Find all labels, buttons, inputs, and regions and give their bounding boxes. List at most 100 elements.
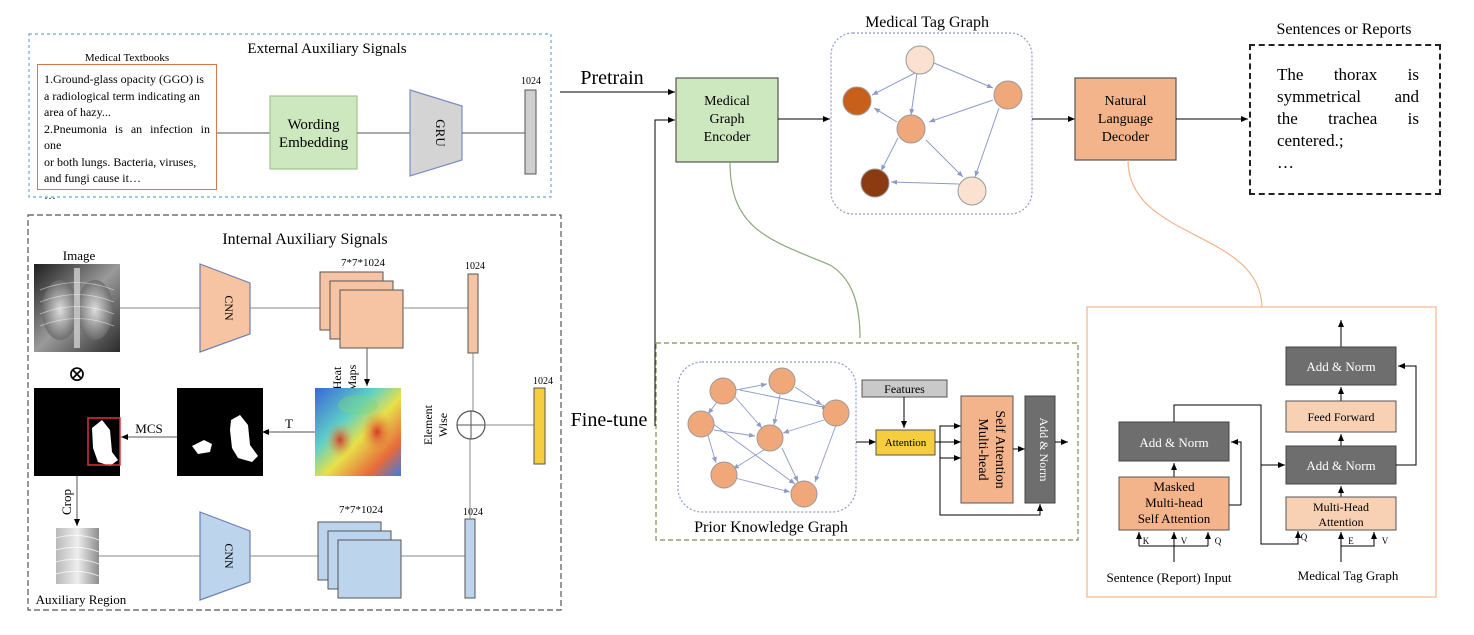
e-label: E bbox=[1348, 536, 1354, 546]
report-line: symmetrical and bbox=[1277, 87, 1419, 106]
kvq-arrows-left bbox=[1136, 532, 1211, 562]
tag-graph-panel bbox=[830, 32, 1033, 215]
cnn-bottom-label: CNN bbox=[222, 543, 236, 569]
external-vector bbox=[524, 89, 537, 175]
masked-line1: Masked bbox=[1153, 479, 1195, 494]
v-label: V bbox=[1181, 536, 1188, 546]
fused-vector bbox=[533, 387, 546, 465]
heatmap-image bbox=[315, 388, 401, 476]
dim-top-label: 1024 bbox=[465, 261, 485, 272]
prior-graph-panel bbox=[677, 361, 857, 513]
external-signals-panel bbox=[28, 33, 552, 198]
arrows-attention-to-mhsa bbox=[935, 423, 961, 461]
prior-add-norm-box bbox=[1024, 395, 1056, 504]
v-label-right: V bbox=[1382, 536, 1389, 546]
internal-signals-panel bbox=[27, 214, 562, 611]
q-label-right: Q bbox=[1301, 532, 1308, 542]
feature-maps-top bbox=[319, 271, 404, 349]
vector-top bbox=[467, 273, 479, 354]
residual-right bbox=[1396, 363, 1417, 466]
masked-line3: Self Attention bbox=[1138, 511, 1211, 526]
heat-maps-line1: Heat bbox=[330, 366, 344, 389]
decoder-line3: Decoder bbox=[1102, 130, 1150, 145]
pretrain-label: Pretrain bbox=[580, 67, 643, 89]
prior-node bbox=[687, 410, 715, 438]
residual-left bbox=[1231, 439, 1242, 505]
mcs-mask-image bbox=[34, 388, 121, 476]
feat-bottom-label: 7*7*1024 bbox=[339, 504, 384, 516]
masked-line2: Multi-head bbox=[1145, 495, 1203, 510]
crop-label: Crop bbox=[59, 489, 74, 515]
report-line: the trachea is bbox=[1277, 109, 1419, 128]
residual-prior bbox=[939, 458, 1043, 516]
tag-node bbox=[896, 114, 926, 144]
gru-block bbox=[409, 89, 463, 177]
sentence-input-label: Sentence (Report) Input bbox=[1107, 570, 1232, 585]
top-add-norm-box bbox=[1285, 346, 1397, 386]
tag-node bbox=[860, 168, 890, 198]
feed-forward-label: Feed Forward bbox=[1308, 410, 1375, 424]
prior-node bbox=[822, 399, 850, 427]
transformer-panel bbox=[1086, 306, 1437, 598]
t-label: T bbox=[285, 416, 293, 431]
dim-bottom-label: 1024 bbox=[463, 507, 483, 518]
medical-textbook-box: 1.Ground-glass opacity (GGO) is a radiol… bbox=[37, 64, 217, 202]
report-line: The thorax is bbox=[1277, 65, 1419, 84]
medical-graph-encoder bbox=[675, 77, 779, 163]
tag-node bbox=[957, 176, 987, 206]
auxiliary-region-image bbox=[55, 528, 100, 584]
wording-embedding-line2: Embedding bbox=[279, 135, 349, 151]
feat-top-label: 7*7*1024 bbox=[341, 257, 386, 269]
prior-node bbox=[709, 377, 737, 405]
element-wise-line2: Wise bbox=[436, 413, 450, 437]
cnn-bottom-block bbox=[199, 511, 251, 601]
feed-forward-box bbox=[1285, 400, 1397, 433]
internal-signals-title: Internal Auxiliary Signals bbox=[222, 231, 387, 248]
prior-node bbox=[756, 424, 784, 452]
element-wise-line1: Element bbox=[421, 404, 435, 445]
mhsa-line1: Multi-head bbox=[975, 418, 990, 480]
elementwise-multiply-icon: ⊗ bbox=[68, 361, 86, 386]
cnn-top-block bbox=[199, 263, 251, 353]
mha-line2: Attention bbox=[1318, 515, 1363, 529]
heat-maps-line2: Maps bbox=[345, 364, 359, 391]
prior-graph-edges bbox=[704, 382, 837, 493]
feature-maps-bottom bbox=[317, 521, 402, 599]
wording-embedding-line1: Wording bbox=[287, 117, 340, 133]
auxiliary-region-label: Auxiliary Region bbox=[36, 592, 127, 607]
attention-label: Attention bbox=[885, 437, 927, 449]
prior-node bbox=[710, 461, 738, 489]
tag-node bbox=[842, 86, 872, 116]
tag-node bbox=[905, 45, 935, 75]
textbook-line: a radiological term indicating an bbox=[44, 88, 200, 103]
decoder-to-transformer-connector bbox=[1127, 159, 1263, 308]
features-label: Features bbox=[884, 382, 925, 396]
wording-embedding-box bbox=[269, 95, 358, 170]
mcs-label: MCS bbox=[135, 421, 162, 436]
external-signals-title: External Auxiliary Signals bbox=[247, 41, 406, 57]
mid-add-norm-label: Add & Norm bbox=[1306, 458, 1375, 473]
qev-arrows-right bbox=[1338, 532, 1377, 562]
q-label-left: Q bbox=[1215, 536, 1222, 546]
encoder-line3: Encoder bbox=[704, 130, 751, 145]
k-label: K bbox=[1143, 536, 1150, 546]
binary-mask-image bbox=[177, 388, 263, 476]
tag-node bbox=[993, 80, 1023, 110]
tag-graph-title: Medical Tag Graph bbox=[865, 14, 989, 31]
textbook-line: and fungi cause it… bbox=[44, 171, 141, 185]
sentences-reports-box: The thorax is symmetrical and the trache… bbox=[1249, 44, 1441, 195]
masked-mhsa-box bbox=[1118, 476, 1230, 531]
prior-add-norm-label: Add & Norm bbox=[1037, 418, 1051, 483]
textbook-line: … bbox=[44, 187, 56, 202]
report-line: … bbox=[1277, 153, 1294, 172]
encoder-line2: Graph bbox=[710, 112, 745, 127]
mha-line1: Multi-Head bbox=[1313, 500, 1369, 514]
masked-add-norm-label: Add & Norm bbox=[1139, 435, 1208, 450]
gru-label: GRU bbox=[433, 119, 448, 147]
natural-language-decoder bbox=[1074, 77, 1177, 161]
encoder-to-prior-connector bbox=[729, 161, 861, 339]
arrow-finetune bbox=[654, 117, 675, 426]
report-title: Sentences or Reports bbox=[1276, 21, 1411, 38]
image-label: Image bbox=[63, 248, 96, 263]
